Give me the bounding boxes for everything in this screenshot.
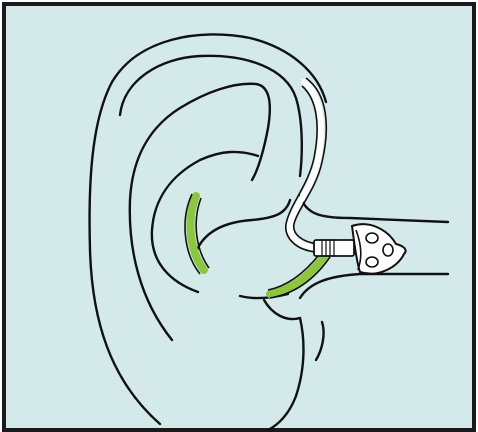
background-panel [4, 4, 474, 430]
